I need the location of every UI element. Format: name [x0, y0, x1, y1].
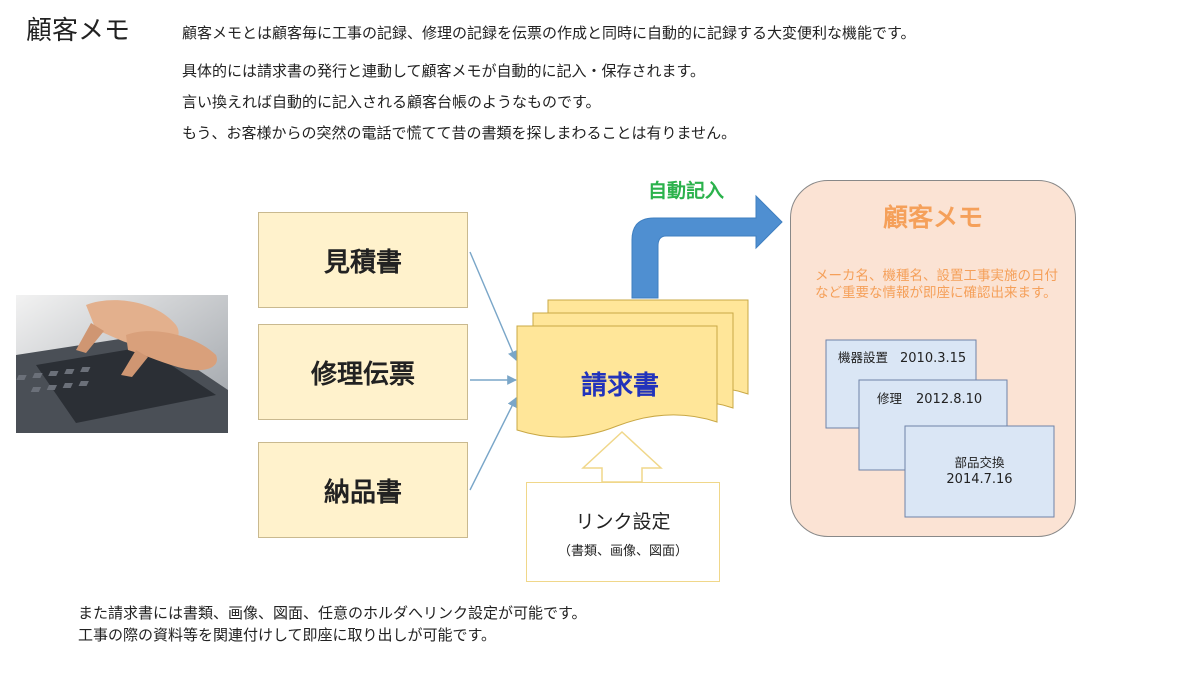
- memo-card-3-label: 部品交換: [954, 455, 1005, 470]
- memo-card-3-date: 2014.7.16: [946, 472, 1013, 487]
- auto-entry-label: 自動記入: [648, 180, 725, 202]
- memo-card-2-label: 修理: [877, 391, 903, 406]
- memo-card-3: [904, 425, 1055, 518]
- memo-card-1-date: 2010.3.15: [900, 351, 967, 366]
- memo-card-3-text: 部品交換 2014.7.16: [905, 454, 1054, 488]
- memo-description: メーカ名、機種名、設置工事実施の日付など重要な情報が即座に確認出来ます。: [815, 268, 1058, 301]
- connector-delivery: [469, 397, 517, 491]
- memo-title: 顧客メモ: [882, 203, 983, 232]
- memo-card-2-date: 2012.8.10: [916, 392, 983, 407]
- intro-line-3: 言い換えれば自動的に記入される顧客台帳のようなものです。: [182, 93, 601, 111]
- intro-line-1: 顧客メモとは顧客毎に工事の記録、修理の記録を伝票の作成と同時に自動的に記録する大…: [182, 24, 916, 42]
- auto-entry-arrow: [631, 194, 783, 299]
- connector-estimate: [469, 251, 518, 361]
- page-title: 顧客メモ: [26, 16, 131, 46]
- link-settings-label: リンク設定: [575, 511, 671, 533]
- source-box-delivery-note: 納品書: [258, 442, 468, 538]
- link-settings-sub: （書類、画像、図面）: [557, 544, 688, 559]
- memo-card-1-text: 機器設置 2010.3.15: [838, 347, 966, 366]
- laptop-typing-image: [16, 295, 228, 433]
- source-box-estimate: 見積書: [258, 212, 468, 308]
- source-box-repair-slip: 修理伝票: [258, 324, 468, 420]
- footer-line-2: 工事の際の資料等を関連付けして即座に取り出しが可能です。: [78, 626, 497, 644]
- intro-line-2: 具体的には請求書の発行と連動して顧客メモが自動的に記入・保存されます。: [182, 62, 706, 80]
- invoice-sheet-front: [516, 325, 718, 438]
- memo-card-2-text: 修理 2012.8.10: [877, 388, 982, 407]
- invoice-label: 請求書: [580, 371, 659, 401]
- memo-card-1-label: 機器設置: [838, 350, 889, 365]
- link-settings-box: リンク設定 （書類、画像、図面）: [526, 482, 720, 582]
- intro-line-4: もう、お客様からの突然の電話で慌てて昔の書類を探しまわることは有りません。: [182, 124, 737, 142]
- footer-line-1: また請求書には書類、画像、図面、任意のホルダへリンク設定が可能です。: [78, 604, 587, 622]
